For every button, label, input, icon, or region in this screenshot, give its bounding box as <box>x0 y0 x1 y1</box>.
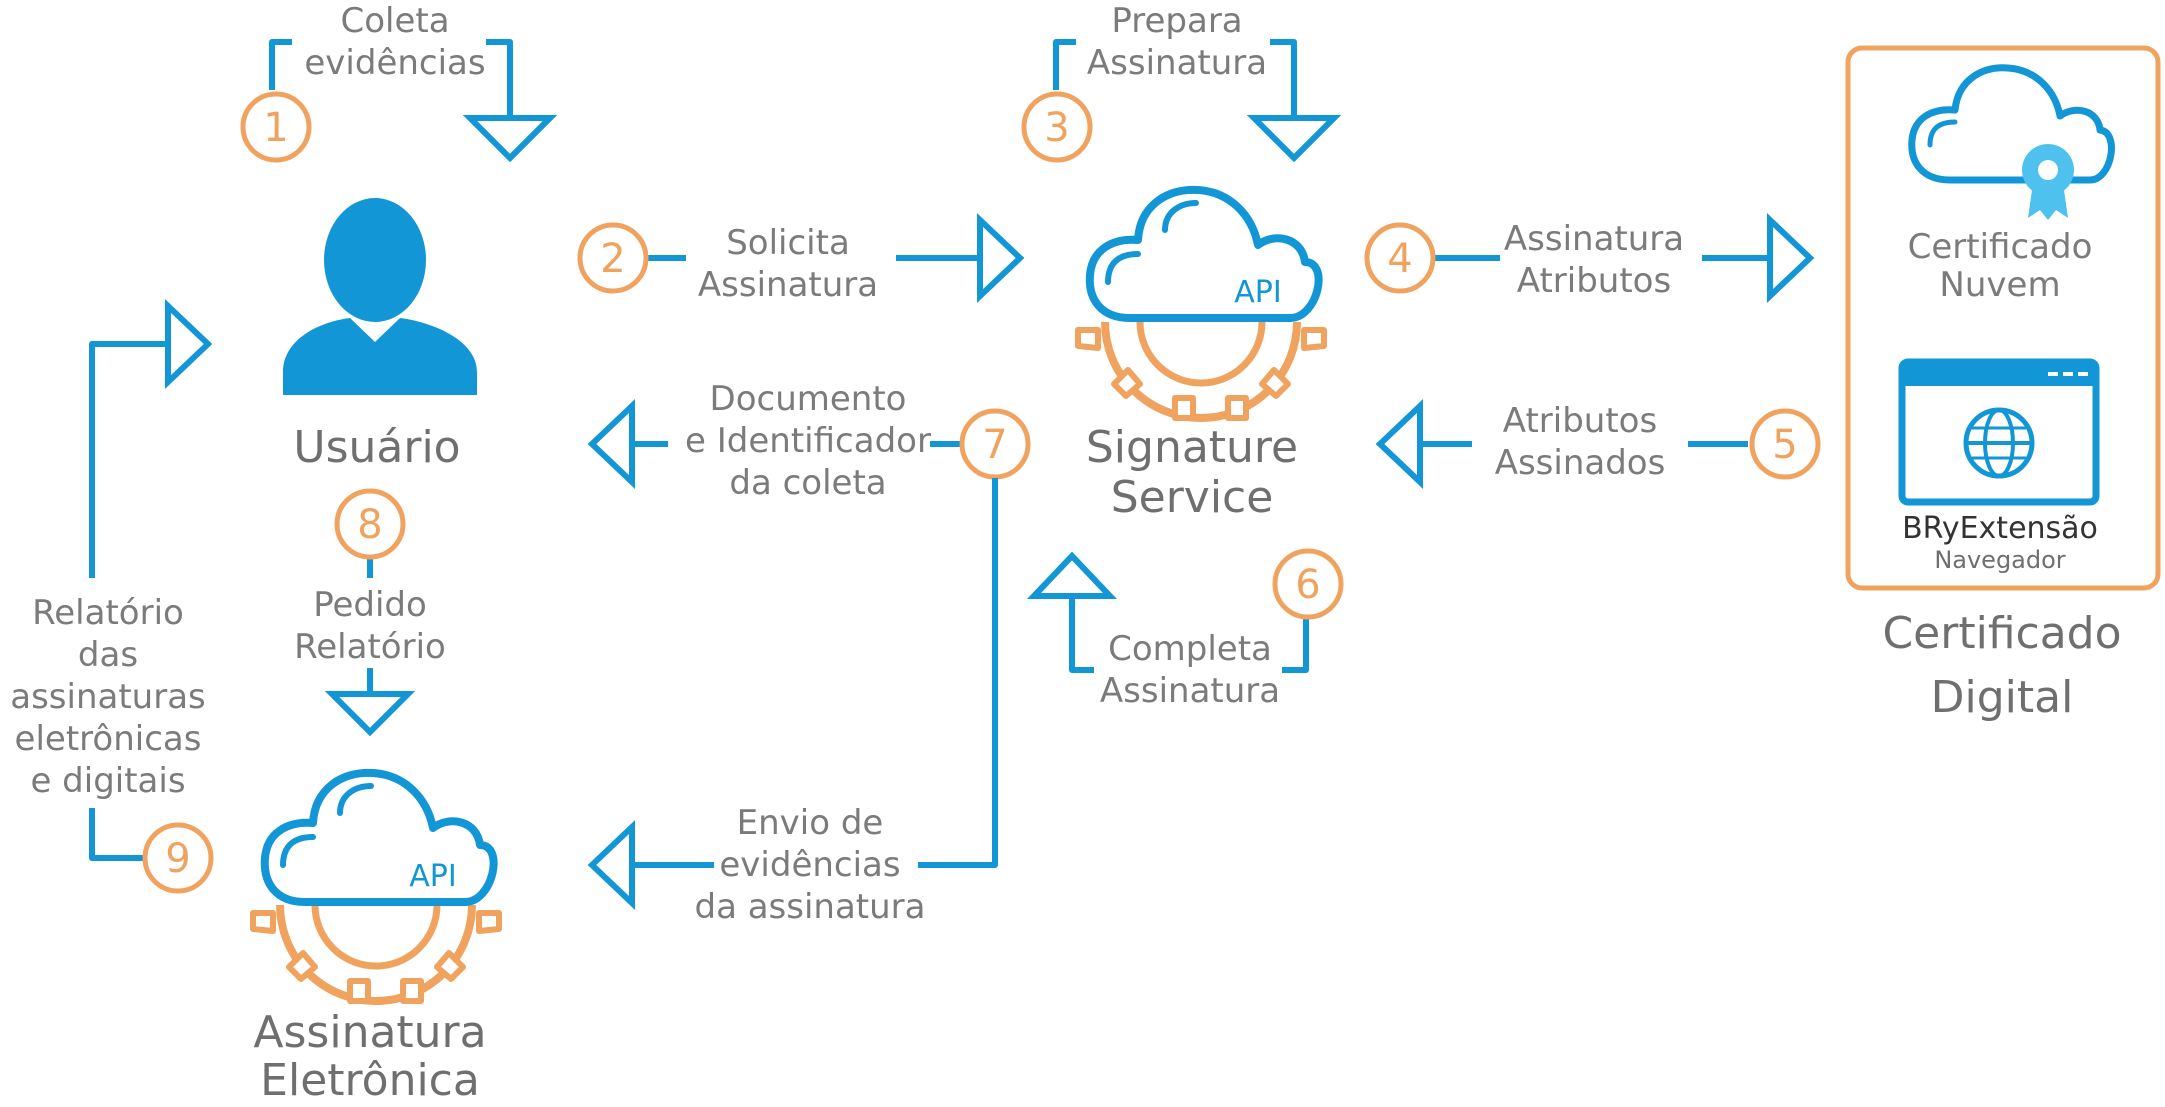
step-9-label-2: das <box>78 635 138 675</box>
step-4-number: 4 <box>1387 236 1412 282</box>
step-6-badge <box>1272 548 1344 620</box>
step-2-badge <box>577 222 649 294</box>
evidence-delivery-label-2: evidências <box>719 845 900 885</box>
electronic-signature-api-label: API <box>409 859 456 894</box>
step-9-label-3: assinaturas <box>10 677 206 717</box>
step-2-connector <box>646 213 1025 303</box>
cloud-certificate-icon <box>1908 64 2115 220</box>
step-3-label-1: Prepara <box>1111 1 1242 41</box>
cloud-icon <box>1085 185 1323 322</box>
step-1-badge <box>240 91 312 163</box>
step-4-connector <box>1434 213 1815 303</box>
step-2-number: 2 <box>600 236 625 282</box>
step-8-label-1: Pedido <box>313 585 427 625</box>
step-6-label-1: Completa <box>1108 629 1272 669</box>
electronic-signature-icon: API <box>250 768 502 1005</box>
signature-service-label-1: Signature <box>1086 422 1298 473</box>
extension-subtitle: Navegador <box>1934 546 2065 574</box>
step-1-number: 1 <box>263 105 288 151</box>
step-5-connector <box>1375 399 1748 489</box>
signature-service-icon: API <box>1075 185 1327 422</box>
step-4-badge <box>1364 222 1436 294</box>
step-7-number: 7 <box>982 422 1007 468</box>
signature-service-label-2: Service <box>1111 472 1274 523</box>
step-5-label-1: Atributos <box>1503 401 1657 441</box>
step-2-label-2: Assinatura <box>698 265 878 305</box>
step-9-label-5: e digitais <box>30 761 185 801</box>
step-3-number: 3 <box>1044 105 1069 151</box>
step-1-connector <box>269 39 558 163</box>
signature-service-api-label: API <box>1234 275 1281 310</box>
evidence-delivery-label-3: da assinatura <box>694 887 925 927</box>
step-8-connector <box>324 558 416 737</box>
step-3-badge <box>1021 91 1093 163</box>
globe-icon <box>1963 407 2035 479</box>
step-5-badge <box>1749 408 1821 480</box>
step-7-label-1: Documento <box>710 379 907 419</box>
electronic-signature-label-1: Assinatura <box>253 1007 486 1058</box>
step-6-number: 6 <box>1295 562 1320 608</box>
step-9-connector <box>89 299 213 861</box>
step-2-label-1: Solicita <box>726 223 850 263</box>
step-7-label-3: da coleta <box>729 463 886 503</box>
step-7-label-2: e Identificador <box>685 421 931 461</box>
cloud-certificate-label-2: Nuvem <box>1939 265 2060 305</box>
cloud-icon <box>260 768 498 906</box>
step-3-label-2: Assinatura <box>1087 43 1267 83</box>
step-9-badge <box>142 822 214 894</box>
step-9-number: 9 <box>165 836 190 882</box>
extension-title: BRyExtensão <box>1902 511 2098 546</box>
digital-certificate-label-1: Certificado <box>1882 608 2121 659</box>
step-5-label-2: Assinados <box>1495 443 1666 483</box>
electronic-signature-label-2: Eletrônica <box>260 1055 480 1106</box>
step-8-badge <box>334 488 406 560</box>
step-9-label-1: Relatório <box>32 593 184 633</box>
step-9-label-4: eletrônicas <box>15 719 202 759</box>
browser-extension-icon <box>1898 358 2100 506</box>
step-3-connector <box>1053 39 1342 163</box>
step-1-label-1: Coleta <box>340 1 449 41</box>
gear-icon <box>250 904 502 1005</box>
evidence-delivery-connector <box>587 478 998 910</box>
user-label: Usuário <box>293 422 460 473</box>
digital-certificate-label-2: Digital <box>1931 672 2074 723</box>
gear-icon <box>1075 321 1327 422</box>
step-8-label-2: Relatório <box>294 627 446 667</box>
step-4-label-2: Atributos <box>1517 261 1671 301</box>
step-6-label-2: Assinatura <box>1100 671 1280 711</box>
step-6-connector <box>1027 551 1309 673</box>
cloud-certificate-label-1: Certificado <box>1908 227 2093 267</box>
step-1-label-2: evidências <box>304 43 485 83</box>
step-4-label-1: Assinatura <box>1504 219 1684 259</box>
step-8-number: 8 <box>357 502 382 548</box>
step-7-connector <box>587 399 962 489</box>
step-5-number: 5 <box>1772 422 1797 468</box>
user-icon <box>283 198 477 395</box>
evidence-delivery-label-1: Envio de <box>737 803 884 843</box>
step-7-badge <box>959 408 1031 480</box>
